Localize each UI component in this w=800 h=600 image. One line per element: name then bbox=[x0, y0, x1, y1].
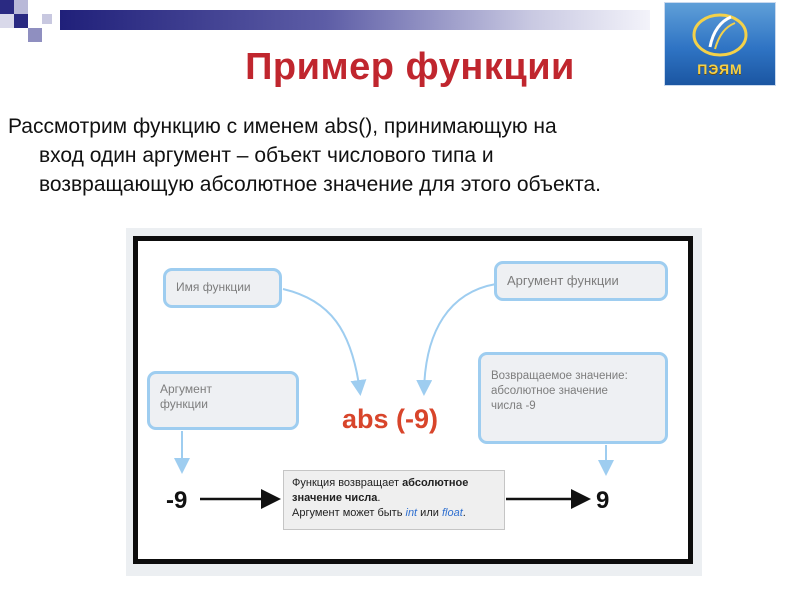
argument-left-line2: функции bbox=[160, 397, 208, 411]
decor-square bbox=[14, 14, 28, 28]
return-line3: числа -9 bbox=[491, 400, 536, 412]
function-name-label: Имя функции bbox=[176, 280, 251, 294]
logo-text: ПЭЯМ bbox=[697, 61, 743, 77]
desc-bold: значение числа bbox=[292, 492, 378, 504]
decorative-header bbox=[0, 0, 800, 44]
type-int: int bbox=[405, 507, 418, 519]
slide-title: Пример функции bbox=[245, 46, 575, 88]
desc-text: . bbox=[377, 492, 381, 504]
desc-text: Аргумент может быть bbox=[292, 507, 406, 519]
desc-text: или bbox=[417, 507, 442, 519]
paragraph-line: вход один аргумент – объект числового ти… bbox=[39, 144, 494, 167]
output-value: 9 bbox=[596, 487, 610, 514]
call-expression: abs (-9) bbox=[342, 404, 439, 434]
argument-box-right: Аргумент функции bbox=[494, 261, 668, 301]
header-gradient-bar bbox=[60, 10, 650, 30]
arrow-arg-to-call bbox=[416, 283, 497, 396]
return-value-box: Возвращаемое значение: абсолютное значен… bbox=[478, 352, 668, 444]
argument-box-left: Аргумент функции bbox=[147, 371, 299, 430]
intro-paragraph: Рассмотрим функцию с именем abs(), прини… bbox=[8, 112, 788, 199]
argument-right-label: Аргумент функции bbox=[507, 273, 619, 288]
input-value: -9 bbox=[166, 487, 188, 514]
return-line1: Возвращаемое значение: bbox=[491, 370, 628, 382]
type-float: float bbox=[441, 507, 463, 519]
arrow-name-to-call bbox=[282, 288, 367, 396]
function-name-box: Имя функции bbox=[163, 268, 282, 308]
desc-text: Функция возвращает bbox=[292, 477, 403, 489]
desc-bold: абсолютное bbox=[402, 477, 469, 489]
desc-text: . bbox=[462, 507, 466, 519]
description-box: Функция возвращает абсолютное значение ч… bbox=[283, 470, 505, 530]
logo: ПЭЯМ bbox=[664, 2, 776, 86]
logo-emblem-icon bbox=[692, 13, 748, 57]
decor-square bbox=[0, 0, 14, 14]
decor-square bbox=[0, 14, 14, 28]
return-line2: абсолютное значение bbox=[491, 385, 608, 397]
decor-square bbox=[14, 0, 28, 14]
argument-left-line1: Аргумент bbox=[160, 382, 212, 396]
decor-square bbox=[28, 28, 42, 42]
paragraph-line: Рассмотрим функцию с именем abs(), прини… bbox=[8, 115, 557, 138]
paragraph-line: возвращающую абсолютное значение для это… bbox=[39, 173, 601, 196]
decor-square bbox=[42, 14, 52, 24]
